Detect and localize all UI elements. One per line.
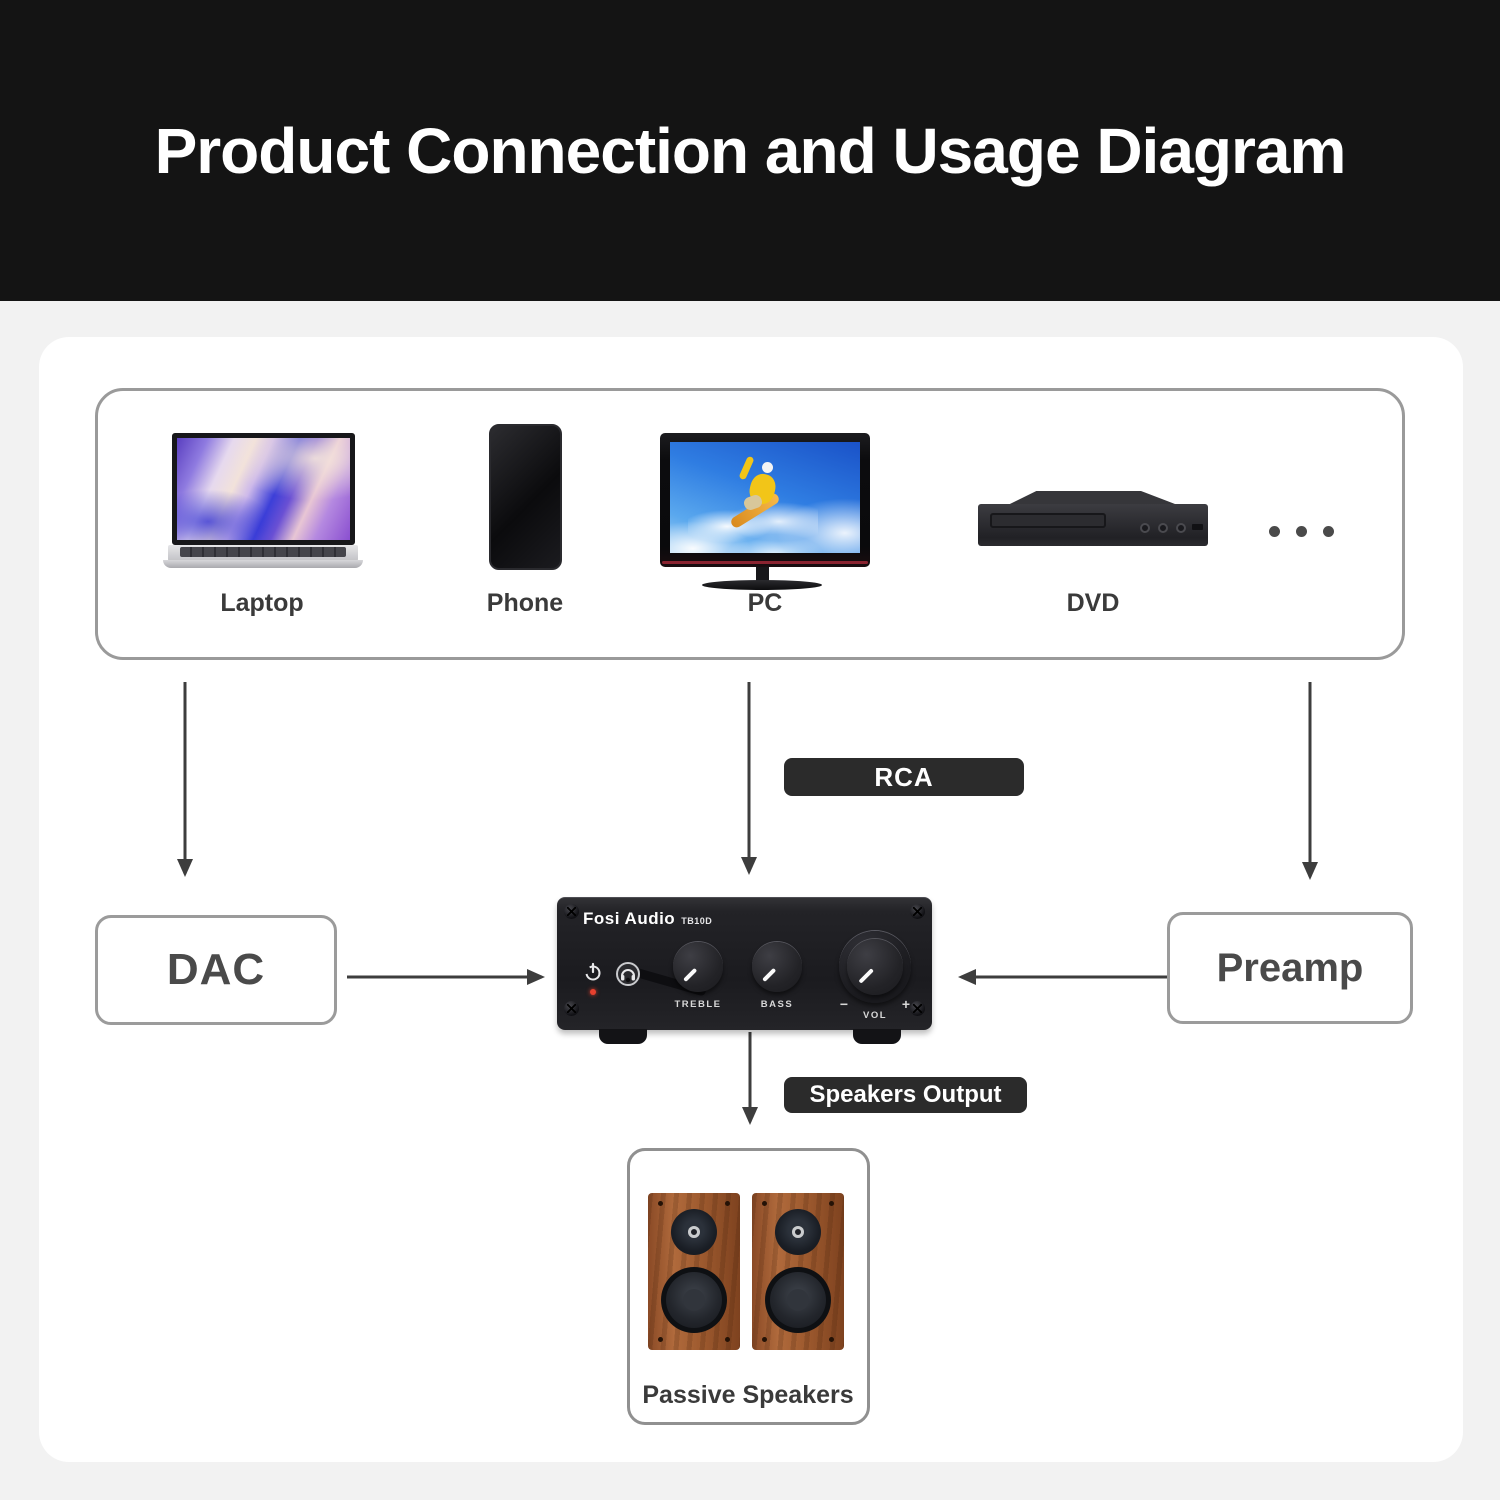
dvd-button-icon — [1158, 523, 1168, 533]
screw-icon — [910, 904, 925, 919]
pc-stand-base — [702, 580, 822, 590]
title-banner: Product Connection and Usage Diagram — [0, 0, 1500, 301]
dvd-button-icon — [1176, 523, 1186, 533]
screw-icon — [564, 904, 579, 919]
dac-node: DAC — [95, 915, 337, 1025]
dvd-usb-port — [1192, 524, 1203, 530]
amplifier-branding: Fosi Audio TB10D — [583, 909, 712, 929]
amplifier-foot — [853, 1029, 901, 1044]
knob-indicator — [762, 967, 776, 982]
passive-speakers-label: Passive Speakers — [642, 1381, 854, 1409]
amplifier-model: TB10D — [681, 916, 713, 926]
preamp-node: Preamp — [1167, 912, 1413, 1024]
treble-knob — [673, 942, 723, 992]
amplifier-image: Fosi Audio TB10D TREBLE BASS VOL − + — [557, 897, 932, 1047]
speaker-tweeter — [775, 1209, 821, 1255]
dvd-player-top — [1005, 491, 1181, 506]
speaker-image — [752, 1193, 844, 1350]
ellipsis-icon — [1323, 526, 1334, 537]
speakers-output-label: Speakers Output — [784, 1077, 1027, 1113]
laptop-keyboard — [180, 547, 346, 557]
phone-label: Phone — [486, 589, 564, 617]
knob-indicator — [683, 967, 697, 982]
laptop-label: Laptop — [220, 589, 304, 617]
volume-plus-sign: + — [901, 996, 911, 1012]
power-icon — [585, 962, 601, 981]
dvd-button-icon — [1140, 523, 1150, 533]
volume-knob-label: VOL — [862, 1010, 888, 1021]
pc-bezel-accent — [662, 561, 868, 564]
laptop-image — [172, 433, 355, 545]
snowboarder-arm-graphic — [738, 455, 755, 481]
power-led — [590, 989, 596, 995]
dvd-disc-tray — [990, 513, 1106, 528]
laptop-front-edge — [163, 560, 363, 568]
ellipsis-icon — [1296, 526, 1307, 537]
bass-knob — [752, 942, 802, 992]
speaker-image — [648, 1193, 740, 1350]
knob-indicator — [858, 968, 874, 984]
speaker-woofer — [661, 1267, 727, 1333]
treble-knob-label: TREBLE — [674, 999, 722, 1010]
volume-knob — [847, 939, 903, 995]
page-title: Product Connection and Usage Diagram — [154, 114, 1347, 187]
screw-icon — [564, 1001, 579, 1016]
dvd-label: DVD — [1066, 589, 1120, 617]
bass-knob-label: BASS — [760, 999, 794, 1010]
phone-image — [489, 424, 562, 570]
speaker-woofer — [765, 1267, 831, 1333]
headphone-jack-icon — [616, 962, 640, 986]
ellipsis-icon — [1269, 526, 1280, 537]
amplifier-foot — [599, 1029, 647, 1044]
amplifier-brand: Fosi Audio — [583, 909, 676, 928]
volume-minus-sign: − — [839, 996, 849, 1012]
snowboarder-helmet-graphic — [762, 462, 773, 473]
pc-label: PC — [747, 589, 783, 617]
pc-stand-neck — [756, 567, 769, 581]
speaker-tweeter — [671, 1209, 717, 1255]
pc-screen — [670, 442, 860, 553]
rca-connection-label: RCA — [784, 758, 1024, 796]
screw-icon — [910, 1001, 925, 1016]
